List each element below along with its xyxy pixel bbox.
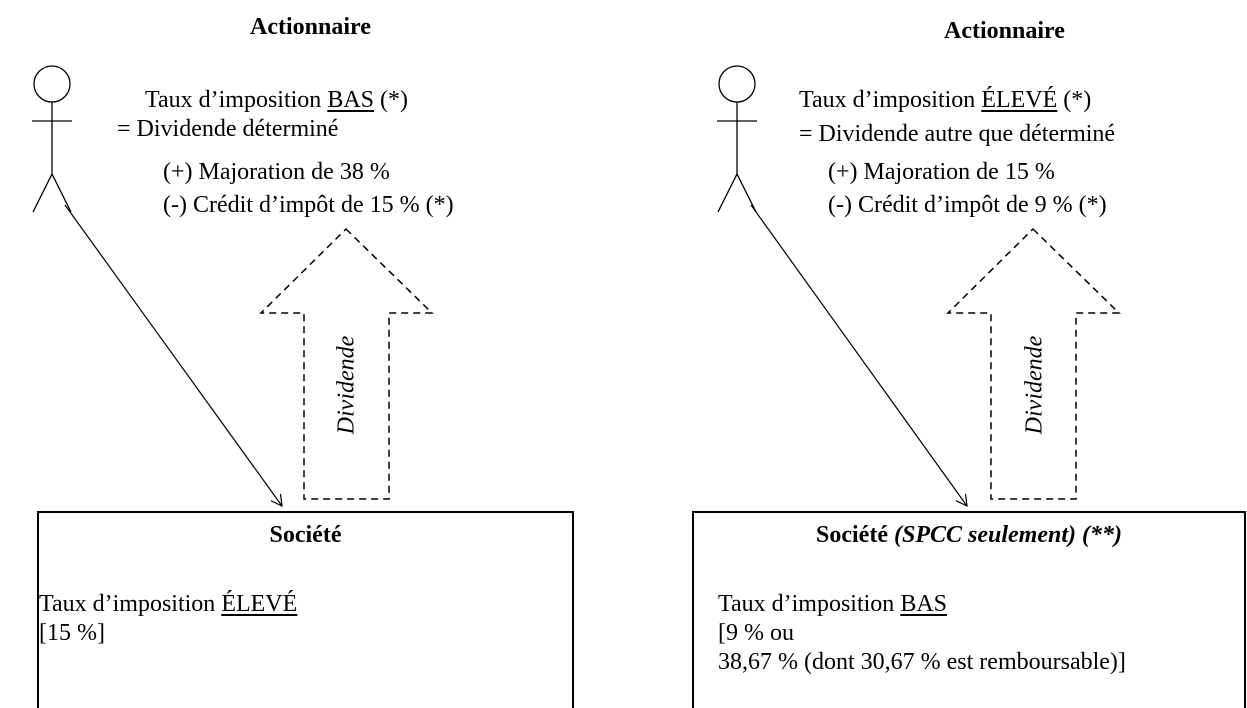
gross-up-line: (+) Majoration de 38 %: [163, 159, 390, 185]
company-title: Société (SPCC seulement) (**): [816, 522, 1122, 548]
right-diagram-graphics: [717, 65, 1121, 708]
company-rate-detail-2: 38,67 % (dont 30,67 % est remboursable)]: [718, 649, 1126, 675]
company-tax-rate: Taux d’imposition ÉLEVÉ: [39, 590, 297, 619]
dividend-arrow-label: Dividende: [333, 335, 360, 435]
tax-rate-label: Taux d’imposition: [799, 87, 982, 113]
company-rate-value: BAS: [900, 591, 947, 617]
tax-rate-value: BAS: [327, 87, 374, 113]
tax-rate-note: (*): [1057, 87, 1092, 113]
company-box: Société Taux d’imposition ÉLEVÉ [15 %]: [37, 511, 574, 708]
company-title: Société: [269, 522, 342, 548]
dividend-type: = Dividende autre que déterminé: [799, 121, 1116, 147]
company-box: Société (SPCC seulement) (**) Taux d’imp…: [692, 511, 1246, 708]
dividend-arrow-label: Dividende: [1021, 335, 1048, 435]
shareholder-tax-rate: Taux d’imposition ÉLEVÉ (*): [799, 86, 1091, 115]
tax-credit-line: (-) Crédit d’impôt de 9 % (*): [828, 192, 1107, 218]
shareholder-tax-rate: Taux d’imposition BAS (*): [145, 86, 408, 115]
left-diagram: Actionnaire Taux d’imposition BAS (*) = …: [0, 0, 623, 708]
shareholder-stick-figure-icon: [32, 65, 72, 213]
tax-credit-line: (-) Crédit d’impôt de 15 % (*): [163, 192, 454, 218]
company-rate-detail-1: [9 % ou: [718, 620, 794, 646]
tax-rate-value: ÉLEVÉ: [981, 87, 1058, 113]
company-rate-value: ÉLEVÉ: [221, 591, 298, 617]
connector-line: [750, 204, 967, 506]
right-diagram: Actionnaire Taux d’imposition ÉLEVÉ (*) …: [623, 0, 1246, 708]
connector-line: [64, 204, 282, 506]
left-diagram-graphics: [32, 65, 434, 708]
shareholder-heading: Actionnaire: [944, 18, 1065, 44]
tax-rate-label: Taux d’imposition: [145, 87, 328, 113]
dividend-type: = Dividende déterminé: [117, 116, 339, 142]
shareholder-heading: Actionnaire: [250, 14, 371, 40]
tax-rate-note: (*): [374, 87, 408, 113]
company-rate-label: Taux d’imposition: [718, 591, 901, 617]
shareholder-stick-figure-icon: [717, 65, 757, 213]
company-tax-rate: Taux d’imposition BAS: [718, 590, 947, 619]
company-rate-detail-1: [15 %]: [39, 620, 105, 646]
gross-up-line: (+) Majoration de 15 %: [828, 159, 1055, 185]
company-rate-label: Taux d’imposition: [39, 591, 222, 617]
